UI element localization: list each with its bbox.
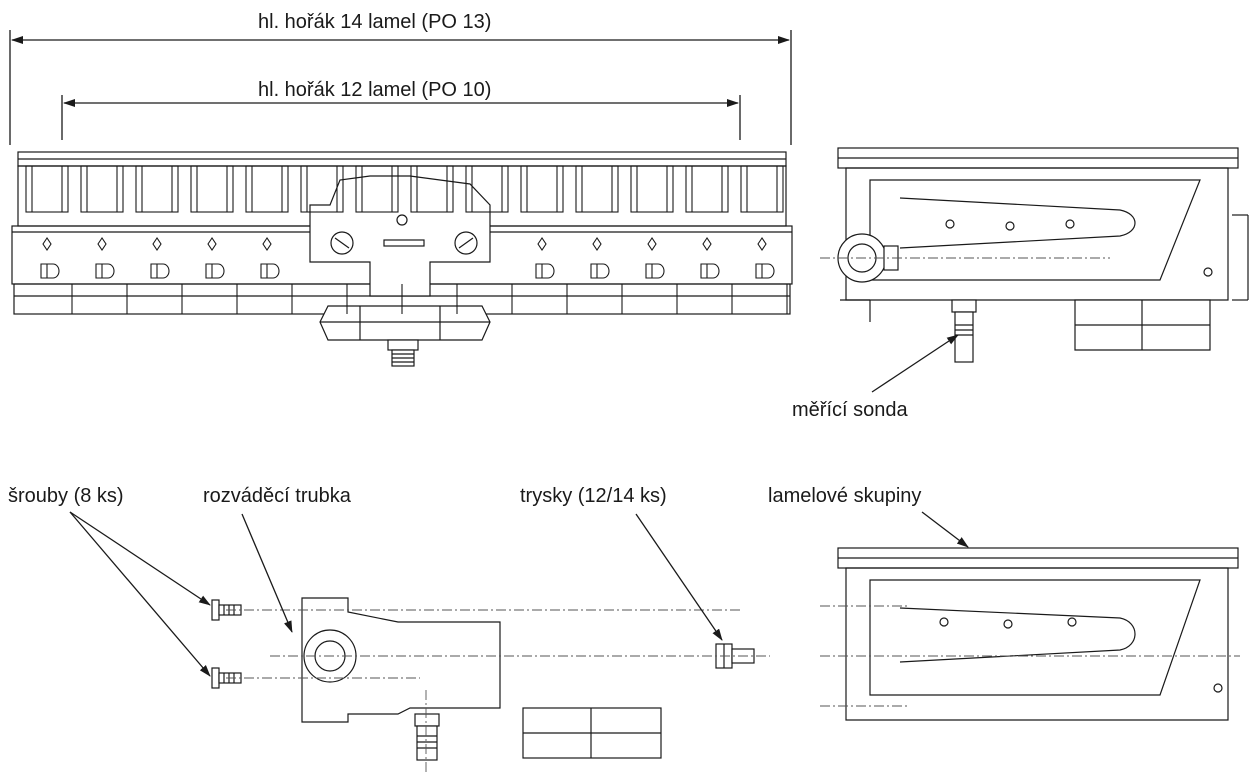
lamella-detail: [537, 237, 547, 251]
lamella-detail: [42, 237, 52, 251]
lamella-detail: [152, 237, 162, 251]
lamella-detail: [25, 165, 69, 213]
lamella-detail: [95, 263, 115, 279]
exploded-parts: [211, 547, 1239, 761]
lamella-detail: [575, 165, 619, 213]
lamella-set: [25, 165, 788, 314]
lamella-detail: [260, 263, 280, 279]
lamella-detail: [647, 237, 657, 251]
lamella-detail: [205, 263, 225, 279]
lamella-detail: [630, 165, 674, 213]
lamella-detail: [262, 237, 272, 251]
leader-lines: [69, 334, 969, 677]
lamella-detail: [410, 165, 454, 213]
lamella-detail: [150, 263, 170, 279]
screws-label: šrouby (8 ks): [8, 485, 124, 507]
lamella-detail: [757, 237, 767, 251]
lamella-groups-label: lamelové skupiny: [768, 485, 922, 507]
lamella-detail: [590, 263, 610, 279]
burner-side-view: [837, 147, 1249, 363]
dimension-label-14-lamellae: hl. hořák 14 lamel (PO 13): [258, 11, 492, 33]
dimension-lines: [9, 30, 792, 145]
lamella-detail: [135, 165, 179, 213]
lamella-detail: [190, 165, 234, 213]
nozzles-label: trysky (12/14 ks): [520, 485, 667, 507]
lamella-detail: [207, 237, 217, 251]
lamella-detail: [465, 165, 509, 213]
lamella-detail: [755, 263, 775, 279]
center-lines: [226, 257, 1240, 772]
manifold-label: rozváděcí trubka: [203, 485, 351, 507]
lamella-detail: [520, 165, 564, 213]
lamella-detail: [740, 165, 784, 213]
lamella-detail: [300, 165, 344, 213]
lamella-detail: [685, 165, 729, 213]
lamella-detail: [355, 165, 399, 213]
lamella-detail: [97, 237, 107, 251]
lamella-detail: [702, 237, 712, 251]
lamella-detail: [40, 263, 60, 279]
lamella-detail: [700, 263, 720, 279]
lamella-detail: [80, 165, 124, 213]
dimension-label-12-lamellae: hl. hořák 12 lamel (PO 10): [258, 79, 492, 101]
lamella-detail: [535, 263, 555, 279]
lamella-detail: [645, 263, 665, 279]
lamella-detail: [245, 165, 289, 213]
burner-front-view: [11, 151, 793, 367]
lamella-detail: [592, 237, 602, 251]
probe-label: měřící sonda: [792, 399, 908, 421]
